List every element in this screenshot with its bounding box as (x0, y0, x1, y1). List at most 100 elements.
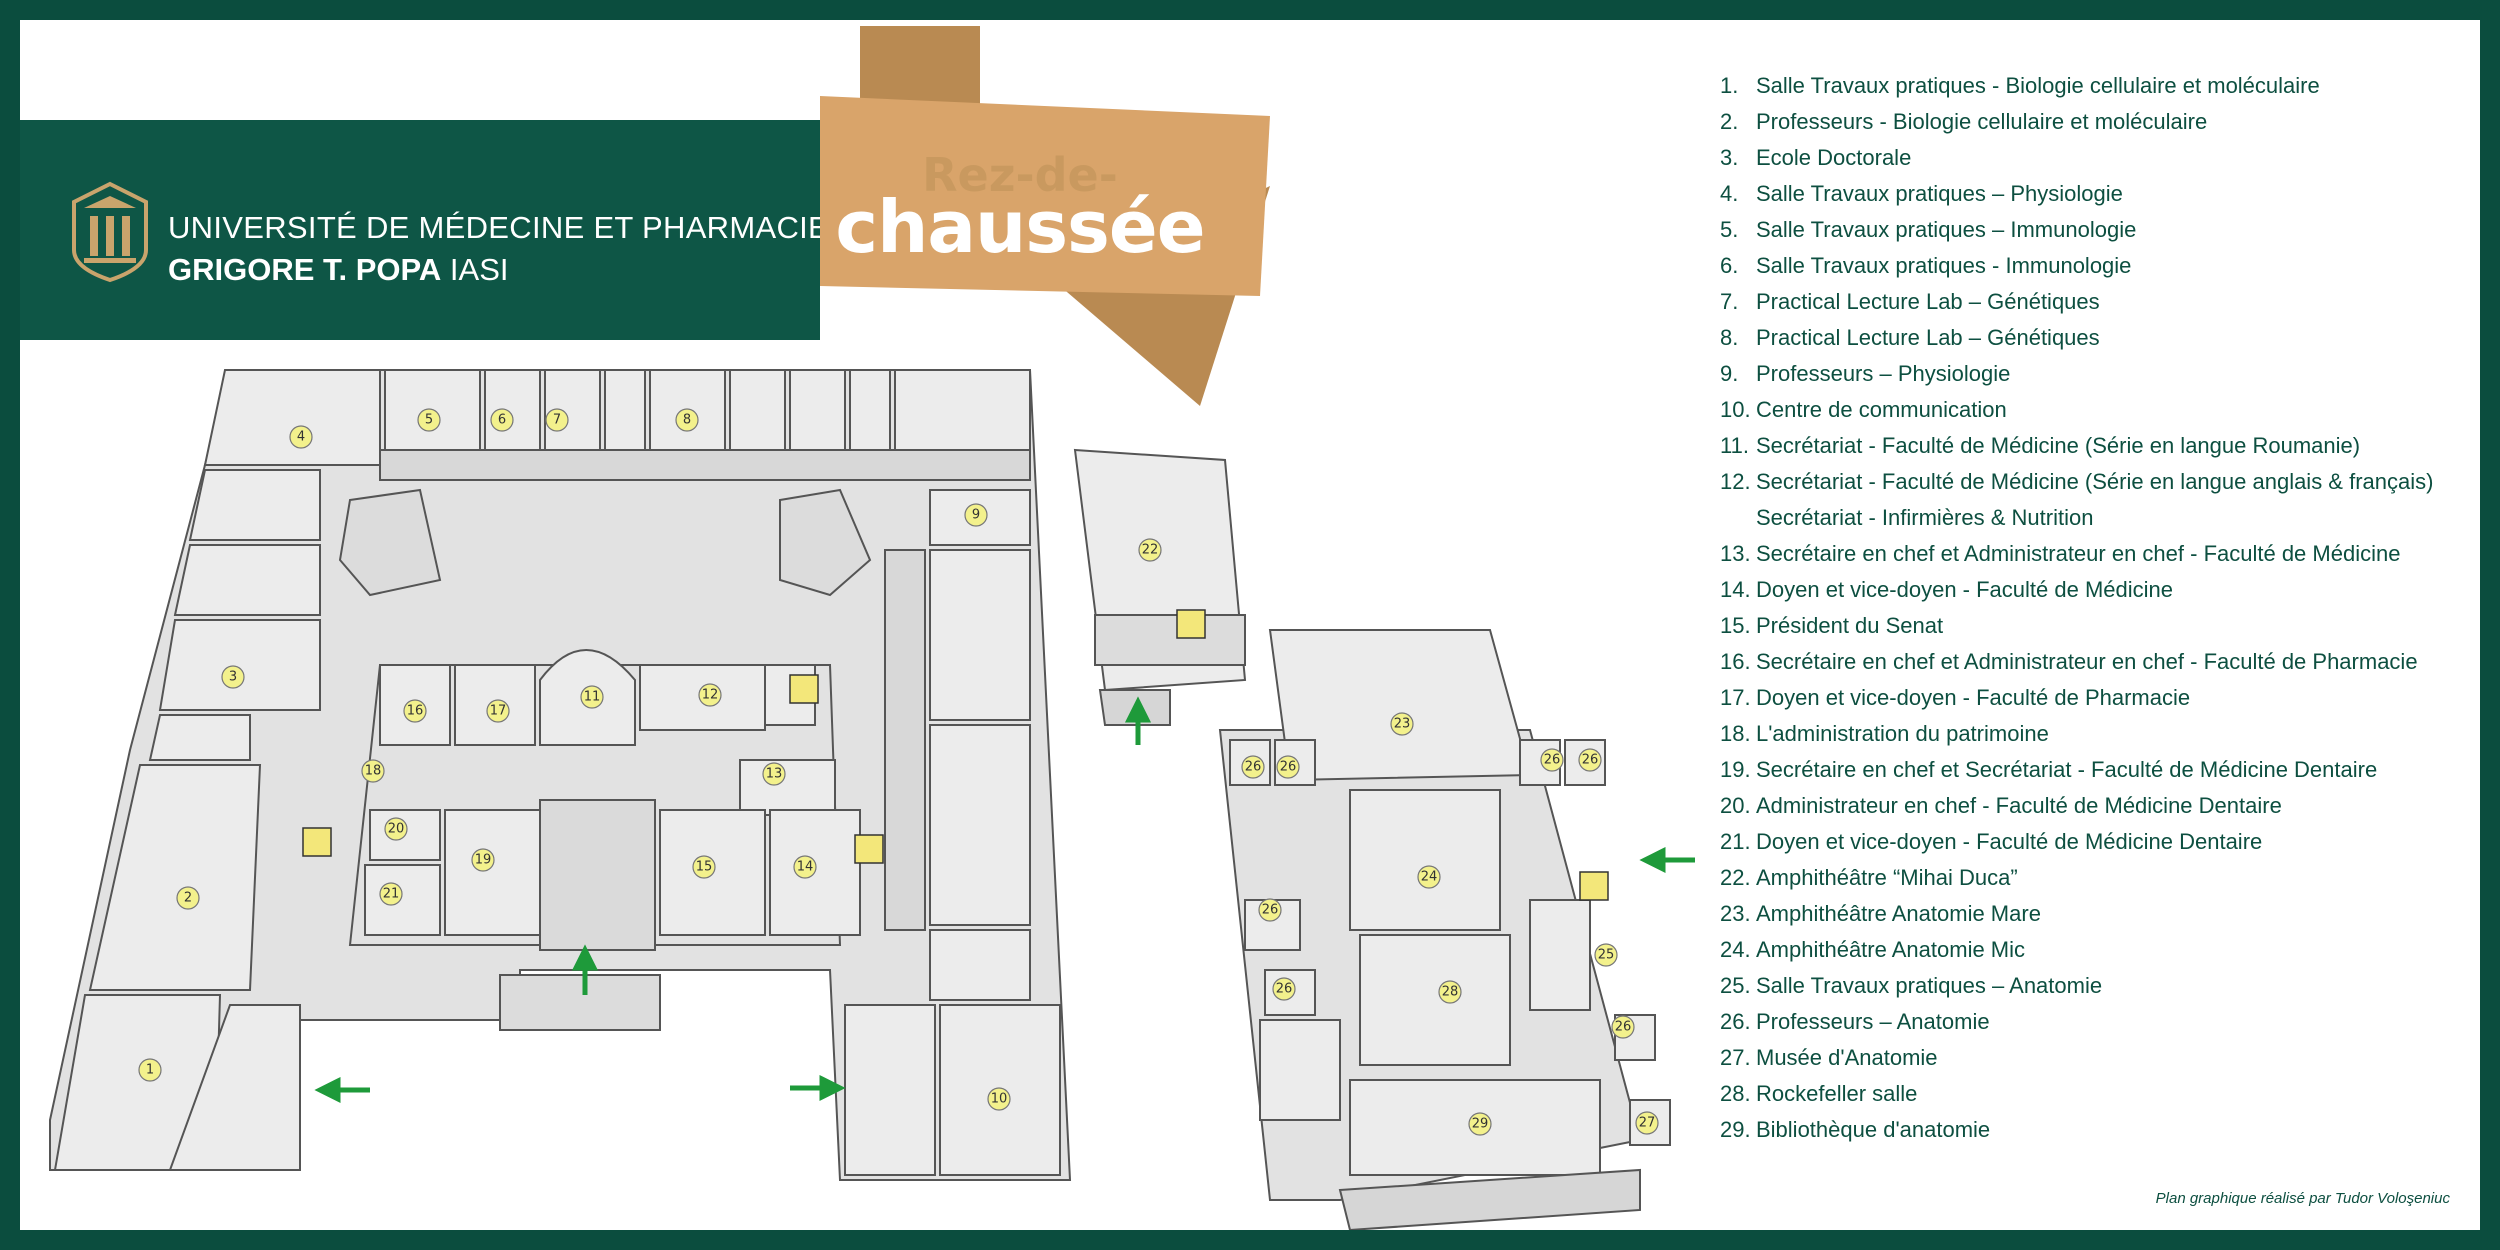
legend-item: 24.Amphithéâtre Anatomie Mic (1720, 932, 2470, 968)
room-marker-27 (1635, 1111, 1659, 1135)
legend-item: 9.Professeurs – Physiologie (1720, 356, 2470, 392)
room-marker-label: 15 (696, 860, 713, 875)
floor-plan: 1234567891011121314151617181920212223242… (49, 369, 1695, 1230)
room-marker-10 (987, 1087, 1011, 1111)
room-marker-11 (580, 685, 604, 709)
legend-item-label: Secrétariat - Faculté de Médicine (Série… (1756, 469, 2434, 494)
room-marker-label: 6 (498, 413, 506, 428)
room-marker-7 (545, 408, 569, 432)
room-29-shape (1259, 1019, 1341, 1121)
legend-item-label: Secrétariat - Faculté de Médicine (Série… (1756, 433, 2361, 458)
room-marker-label: 20 (388, 822, 405, 837)
room-marker-label: 3 (229, 670, 237, 685)
room-marker-12 (698, 683, 722, 707)
legend-item: 29.Bibliothèque d'anatomie (1720, 1112, 2470, 1148)
room-marker-label: 22 (1142, 543, 1159, 558)
legend-item: 6.Salle Travaux pratiques - Immunologie (1720, 248, 2470, 284)
room-marker-label: 25 (1598, 948, 1615, 963)
legend-item-label: Amphithéâtre Anatomie Mic (1756, 937, 2026, 962)
room-marker-label: 2 (184, 891, 192, 906)
room-marker-label: 17 (490, 704, 507, 719)
legend-item-number: 19. (1720, 757, 1751, 782)
room-marker-26 (1611, 1015, 1635, 1039)
legend-item-number: 8. (1720, 325, 1739, 350)
legend-item-number: 11. (1720, 433, 1749, 458)
legend-item-number: 22. (1720, 865, 1751, 890)
university-name-line1: UNIVERSITÉ DE MÉDECINE ET PHARMACIE (168, 210, 830, 245)
legend-item-number: 14. (1720, 577, 1751, 602)
legend-item-label: Musée d'Anatomie (1756, 1045, 1938, 1070)
room-marker-15 (692, 855, 716, 879)
room-marker-label: 27 (1639, 1116, 1656, 1131)
room-marker-26 (1272, 977, 1296, 1001)
room-marker-label: 26 (1262, 903, 1279, 918)
room-marker-label: 5 (425, 413, 433, 428)
room-marker-label: 4 (297, 430, 305, 445)
legend-item: 14.Doyen et vice-doyen - Faculté de Médi… (1720, 572, 2470, 608)
room-13-shape (739, 759, 836, 816)
legend-item-number: 28. (1720, 1081, 1751, 1106)
room-marker-5 (417, 408, 441, 432)
room-marker-label: 26 (1280, 760, 1297, 775)
room-marker-label: 8 (683, 413, 691, 428)
legend-item-number: 16. (1720, 649, 1751, 674)
legend-item: 20.Administrateur en chef - Faculté de M… (1720, 788, 2470, 824)
room-marker-label: 19 (475, 853, 492, 868)
legend-item: 5. Salle Travaux pratiques – Immunologie (1720, 212, 2470, 248)
room-marker-label: 26 (1245, 760, 1262, 775)
room-marker-1 (138, 1058, 162, 1082)
room-marker-2 (176, 886, 200, 910)
room-12-shape (639, 664, 766, 731)
room-marker-label: 24 (1421, 870, 1438, 885)
legend-item-number: 25. (1720, 973, 1751, 998)
legend-item-label: Salle Travaux pratiques – Immunologie (1756, 217, 2137, 242)
room-3-shape (158, 619, 321, 711)
legend-item: 27.Musée d'Anatomie (1720, 1040, 2470, 1076)
legend-item-label: L'administration du patrimoine (1756, 721, 2049, 746)
legend-item: 15.Président du Senat (1720, 608, 2470, 644)
legend-item-label: Doyen et vice-doyen - Faculté de Médicin… (1756, 577, 2173, 602)
legend-item: Secrétariat - Infirmières & Nutrition (1720, 500, 2470, 536)
room-4-shape (203, 369, 381, 466)
legend-item-label: Centre de communication (1756, 397, 2007, 422)
room-marker-3 (221, 665, 245, 689)
legend-item-number: 21. (1720, 829, 1751, 854)
restroom-icons (302, 609, 1609, 901)
legend-item: 18.L'administration du patrimoine (1720, 716, 2470, 752)
legend-item-label: Practical Lecture Lab – Génétiques (1756, 325, 2100, 350)
legend-item-label: Doyen et vice-doyen - Faculté de Médicin… (1756, 829, 2263, 854)
legend-item: 17.Doyen et vice-doyen - Faculté de Phar… (1720, 680, 2470, 716)
room-marker-24 (1417, 865, 1441, 889)
room-marker-label: 1 (146, 1063, 154, 1078)
legend-item-label: Bibliothèque d'anatomie (1756, 1117, 1991, 1142)
room-marker-label: 14 (797, 860, 814, 875)
room-marker-17 (486, 699, 510, 723)
room-marker-21 (379, 882, 403, 906)
legend-item-label: Amphithéâtre “Mihai Duca” (1756, 865, 2018, 890)
legend-item-label: Secrétaire en chef et Administrateur en … (1756, 649, 2418, 674)
legend-item-number: 12. (1720, 469, 1751, 494)
legend-item-number: 27. (1720, 1045, 1751, 1070)
room-marker-16 (403, 699, 427, 723)
room-marker-label: 7 (553, 413, 561, 428)
room-marker-25 (1594, 943, 1618, 967)
legend-item-label: Salle Travaux pratiques - Biologie cellu… (1756, 73, 2320, 98)
legend-item: 3.Ecole Doctorale (1720, 140, 2470, 176)
legend-item: 11. Secrétariat - Faculté de Médicine (Sé… (1720, 428, 2470, 464)
legend-item-number: 5. (1720, 217, 1739, 242)
legend-item: 4.Salle Travaux pratiques – Physiologie (1720, 176, 2470, 212)
legend-item-label: Ecole Doctorale (1756, 145, 1912, 170)
room-marker-label: 18 (365, 764, 382, 779)
room-marker-label: 16 (407, 704, 424, 719)
legend-item-number: 17. (1720, 685, 1751, 710)
room-marker-26 (1241, 755, 1265, 779)
legend-item: 23.Amphithéâtre Anatomie Mare (1720, 896, 2470, 932)
floor-title-small: Rez-de- (922, 148, 1118, 202)
room-10-shape (939, 1004, 1061, 1176)
room-marker-label: 23 (1394, 717, 1411, 732)
legend-item-number: 1. (1720, 73, 1739, 98)
legend-item-number: 9. (1720, 361, 1739, 386)
room-marker-29 (1468, 1112, 1492, 1136)
legend-item-label: Doyen et vice-doyen - Faculté de Pharmac… (1756, 685, 2191, 710)
